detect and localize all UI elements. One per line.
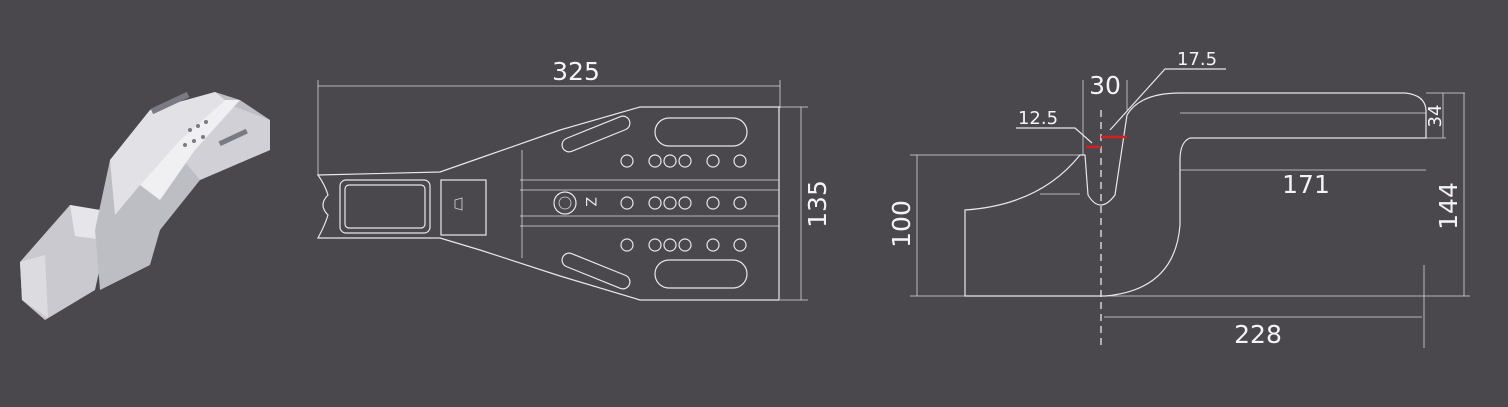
dimension-slot-width: 30 (1089, 71, 1121, 100)
dimension-height-left: 100 (887, 200, 916, 248)
side-view (910, 68, 1470, 350)
dimension-top-length: 171 (1282, 170, 1330, 199)
dimension-length: 325 (552, 57, 600, 86)
z-mark: Z (582, 197, 598, 207)
dimension-top-thickness: 34 (1425, 105, 1446, 128)
dimension-total-length: 228 (1234, 320, 1282, 349)
dimension-offset-right: 17.5 (1177, 49, 1217, 70)
top-view: Z (316, 80, 808, 301)
3d-product-render (20, 91, 270, 320)
dimension-width: 135 (803, 180, 832, 228)
dimension-total-height: 144 (1434, 182, 1463, 230)
dimension-offset-left: 12.5 (1018, 108, 1058, 129)
